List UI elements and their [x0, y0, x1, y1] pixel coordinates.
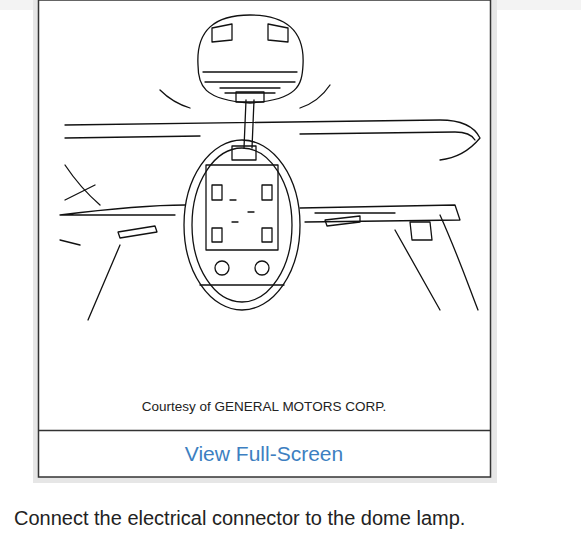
- pillar-line: [60, 240, 120, 320]
- panel-divider: [39, 430, 491, 432]
- lamp-bulb: [255, 261, 269, 275]
- motion-arc: [160, 85, 330, 108]
- courtesy-note: Courtesy of GENERAL MOTORS CORP.: [142, 399, 386, 414]
- visor-slot: [325, 216, 360, 226]
- lamp-base-plate: [206, 165, 278, 250]
- windshield-edge: [65, 120, 480, 160]
- headliner-edge: [65, 132, 475, 140]
- visor-edge: [60, 205, 185, 215]
- lamp-base-inner: [192, 148, 292, 302]
- visor-clip: [410, 222, 432, 240]
- visor-edge: [300, 205, 460, 222]
- lamp-base-holes: [230, 200, 254, 222]
- pillar-line: [65, 165, 100, 205]
- lamp-base-clips: [212, 185, 272, 242]
- lamp-bulb: [215, 261, 229, 275]
- view-link: View Full-Screen: [185, 442, 343, 466]
- panel-frame: [39, 0, 491, 477]
- panel-shadow: [33, 0, 497, 483]
- lamp-lens-edge: [203, 72, 297, 82]
- step-caption: Connect the electrical connector to the …: [14, 507, 465, 530]
- lamp-base-rim: [200, 284, 284, 285]
- lamp-lens-tabs: [212, 24, 288, 42]
- pillar-line: [395, 215, 478, 310]
- visor-slot: [118, 226, 157, 238]
- lamp-base-outer: [184, 140, 300, 310]
- lamp-terminal: [236, 92, 264, 102]
- lamp-lens: [198, 15, 303, 103]
